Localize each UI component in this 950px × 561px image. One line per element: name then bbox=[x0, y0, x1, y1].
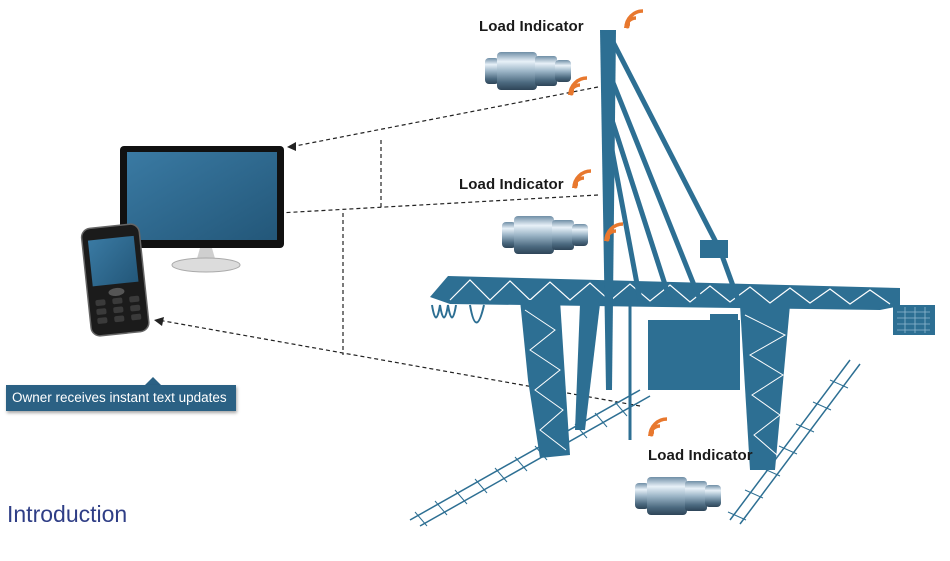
owner-update-caption: Owner receives instant text updates bbox=[6, 385, 236, 411]
load-indicator-label-mid: Load Indicator bbox=[459, 176, 564, 193]
wifi-signal-icon bbox=[567, 76, 589, 98]
gantry-crane bbox=[430, 30, 935, 470]
data-link-lines bbox=[157, 86, 641, 407]
mobile-phone-icon bbox=[80, 223, 150, 337]
section-heading: Introduction bbox=[7, 501, 128, 527]
load-indicator-label-bottom: Load Indicator bbox=[648, 447, 753, 464]
wifi-signal-icon bbox=[623, 9, 645, 31]
load-cell-icon bbox=[635, 477, 721, 515]
monitor-icon bbox=[120, 146, 284, 273]
caption-pointer bbox=[145, 377, 161, 385]
load-cell-icon bbox=[502, 216, 588, 254]
load-indicator-label-top: Load Indicator bbox=[479, 18, 584, 35]
load-cell-icon bbox=[485, 52, 571, 90]
wifi-signal-icon bbox=[571, 169, 593, 191]
wifi-signal-icon bbox=[647, 417, 669, 439]
rail-tracks bbox=[409, 359, 861, 527]
